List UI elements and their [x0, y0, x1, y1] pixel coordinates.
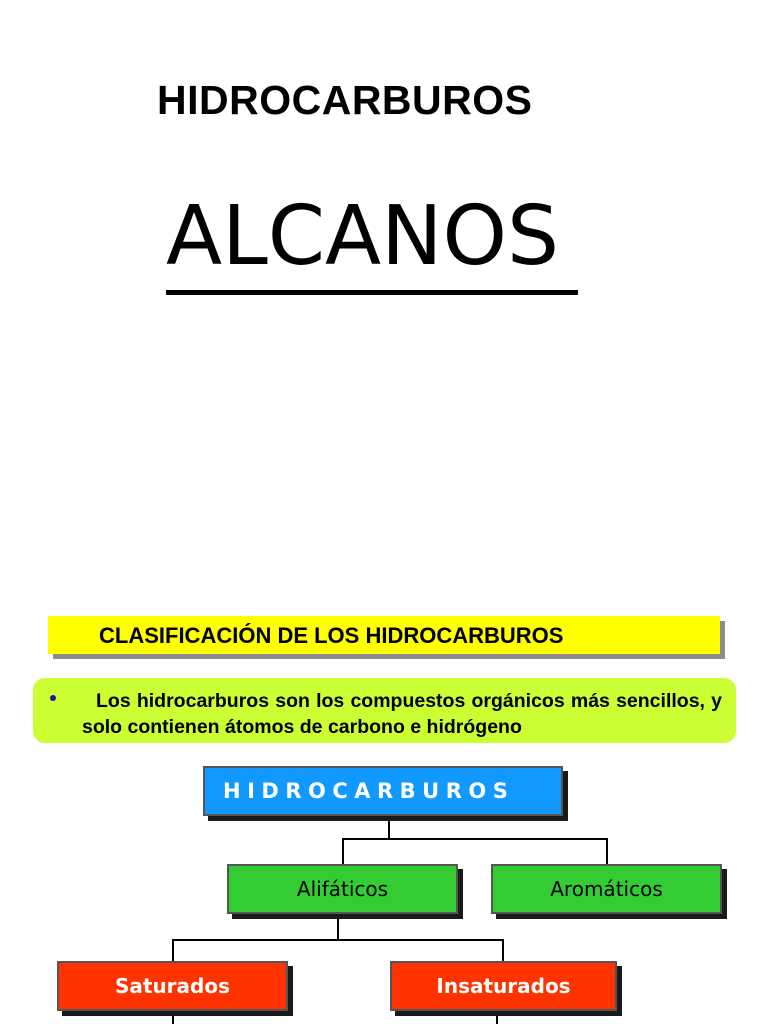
tree-node-saturados: Saturados — [57, 961, 288, 1011]
connector-alifaticos-down — [337, 914, 339, 939]
info-text: Los hidrocarburos son los compuestos org… — [82, 690, 722, 738]
tree-root-label: HIDROCARBUROS — [223, 779, 515, 803]
page-title: ALCANOS — [166, 189, 560, 284]
connector-saturados — [172, 939, 174, 961]
connector-insaturados — [502, 939, 504, 961]
section-banner: CLASIFICACIÓN DE LOS HIDROCARBUROS — [48, 616, 720, 654]
connector-alifaticos — [342, 838, 344, 864]
tree-node-insaturados: Insaturados — [390, 961, 617, 1011]
title-underline — [166, 290, 578, 295]
connector-level2-horizontal — [172, 939, 504, 941]
tree-node-label: Aromáticos — [550, 877, 663, 901]
tree-node-label: Insaturados — [436, 974, 571, 998]
connector-saturados-down — [172, 1011, 174, 1024]
page-heading: HIDROCARBUROS — [157, 77, 533, 123]
connector-insaturados-down — [496, 1011, 498, 1024]
tree-node-alifaticos: Alifáticos — [227, 864, 458, 914]
tree-node-aromaticos: Aromáticos — [491, 864, 722, 914]
info-box: Los hidrocarburos son los compuestos org… — [33, 678, 736, 743]
bullet-icon — [50, 695, 56, 701]
connector-aromaticos — [606, 838, 608, 864]
section-banner-label: CLASIFICACIÓN DE LOS HIDROCARBUROS — [99, 623, 564, 648]
connector-level1-horizontal — [342, 838, 608, 840]
tree-root-box: HIDROCARBUROS — [203, 766, 563, 816]
tree-node-label: Alifáticos — [296, 877, 389, 901]
connector-root-down — [388, 816, 390, 838]
tree-node-label: Saturados — [114, 974, 231, 998]
